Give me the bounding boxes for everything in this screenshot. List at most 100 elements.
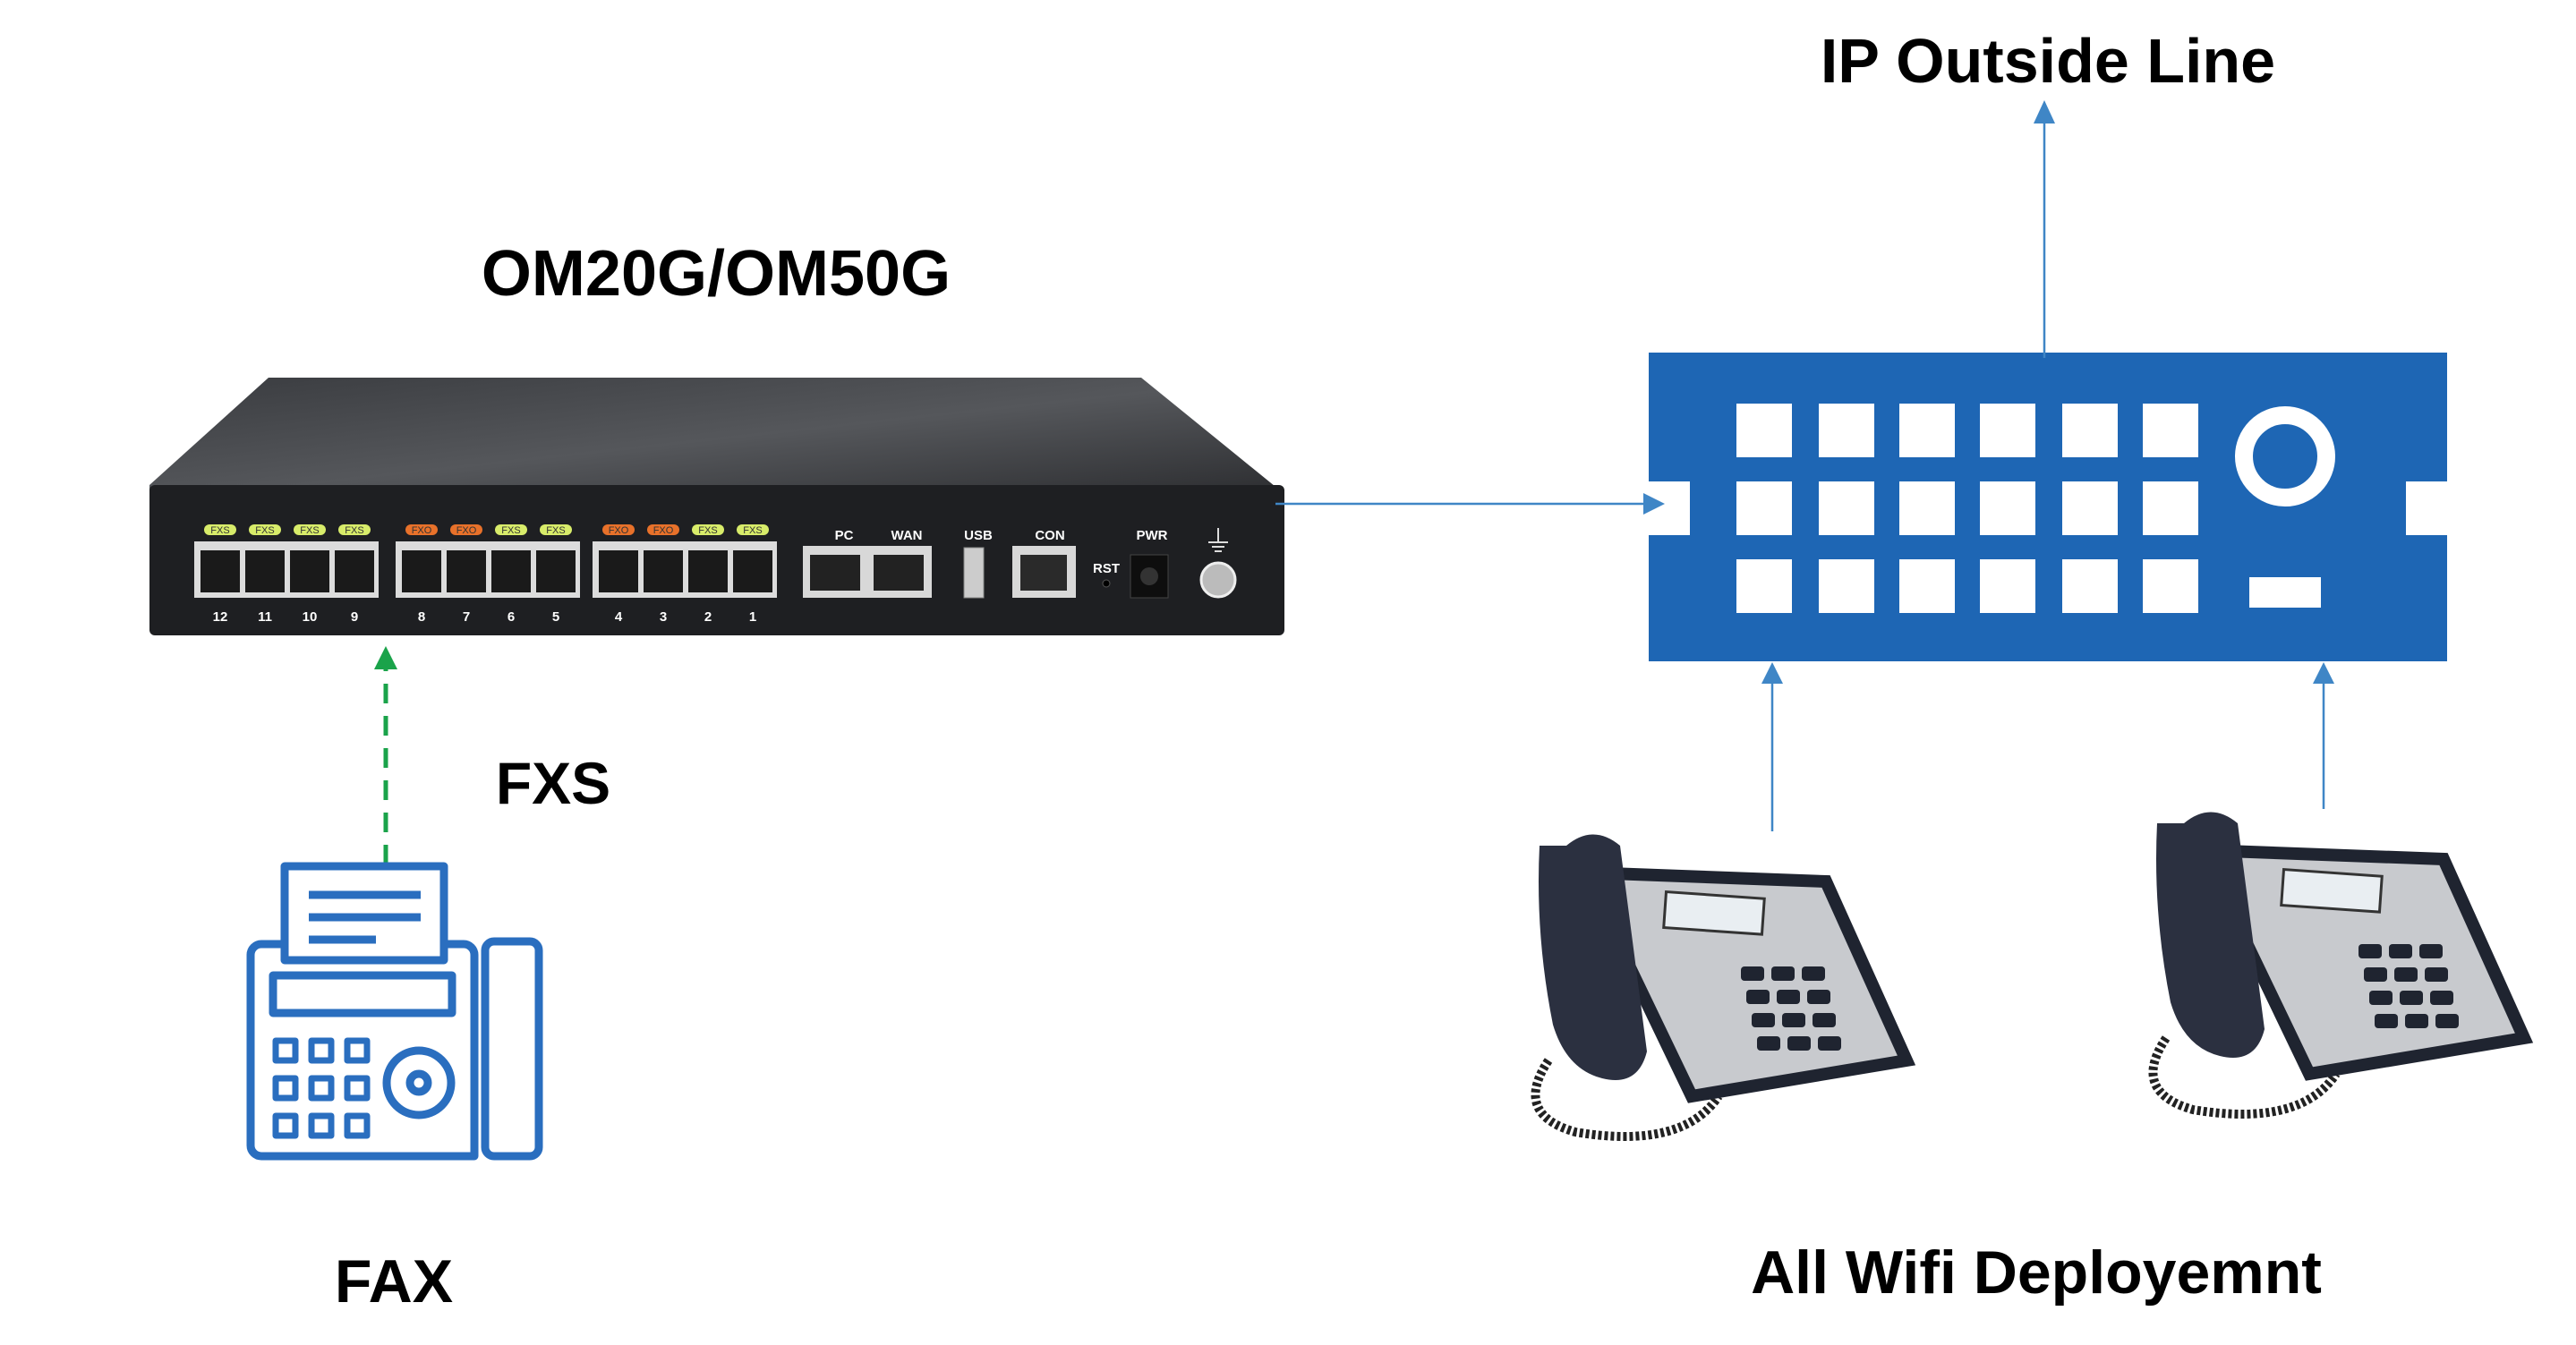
port-led — [294, 524, 326, 535]
ip-pbx-server-icon — [1649, 353, 2447, 661]
phone-key — [2394, 967, 2418, 982]
phone-key — [2430, 991, 2453, 1005]
rj11-port[interactable] — [599, 550, 638, 592]
ground-icon — [1208, 528, 1228, 552]
phone-handset — [1539, 834, 1647, 1080]
phone-key — [2400, 991, 2423, 1005]
rj11-port[interactable] — [688, 550, 728, 592]
phone-key — [2358, 944, 2382, 958]
arrow-head — [2034, 100, 2055, 123]
port-number: 4 — [615, 609, 623, 625]
rj11-port[interactable] — [402, 550, 441, 592]
phone-display — [1662, 890, 1766, 936]
phone-key — [1818, 1036, 1841, 1051]
phone-key — [2405, 1014, 2428, 1028]
phone-key — [1782, 1013, 1805, 1027]
port-type-label: FXO — [456, 525, 477, 536]
phone-key — [1771, 966, 1795, 981]
port-number: 2 — [704, 609, 712, 625]
phone-key — [1752, 1013, 1775, 1027]
port-type-label: FXO — [609, 525, 629, 536]
rj11-port[interactable] — [536, 550, 576, 592]
rj11-port[interactable] — [733, 550, 772, 592]
port-led — [204, 524, 236, 535]
phone-key — [1813, 1013, 1836, 1027]
phone-key — [1807, 990, 1830, 1004]
port-led — [602, 524, 635, 535]
port-led — [692, 524, 724, 535]
arrow-head — [374, 646, 397, 669]
port-type-label: FXS — [698, 525, 717, 536]
fxs-label: FXS — [496, 750, 610, 816]
rj11-port[interactable] — [245, 550, 285, 592]
port-number: 7 — [463, 609, 470, 625]
pwr-label: PWR — [1137, 528, 1168, 543]
port-number: 3 — [660, 609, 667, 625]
pc-label: PC — [835, 528, 854, 543]
con-label: CON — [1035, 528, 1064, 543]
phone-key — [2369, 991, 2393, 1005]
phone-key — [2425, 967, 2448, 982]
rj11-port[interactable] — [290, 550, 329, 592]
ip-outside-line-label: IP Outside Line — [1821, 26, 2275, 96]
phone-key — [2389, 944, 2412, 958]
port-number: 1 — [749, 609, 756, 625]
port-number: 12 — [213, 609, 228, 625]
fax-label: FAX — [335, 1247, 453, 1315]
rj11-port[interactable] — [644, 550, 683, 592]
usb-port[interactable] — [963, 547, 985, 599]
phone-cord — [1531, 1058, 1723, 1141]
arrow-head — [1761, 662, 1783, 684]
port-number: 6 — [508, 609, 515, 625]
port-led — [737, 524, 769, 535]
port-led — [405, 524, 438, 535]
phone-key — [1746, 990, 1770, 1004]
phone-key — [1787, 1036, 1811, 1051]
arrow-head — [2313, 662, 2334, 684]
port-type-label: FXS — [546, 525, 565, 536]
wan-port[interactable] — [874, 555, 924, 591]
reset-button[interactable] — [1102, 579, 1111, 588]
ground-screw — [1199, 561, 1237, 599]
device-top — [149, 378, 1284, 501]
port-number: 11 — [258, 609, 272, 625]
rj11-port[interactable] — [491, 550, 531, 592]
port-led — [249, 524, 281, 535]
pc-port[interactable] — [810, 555, 860, 591]
device-title: OM20G/OM50G — [482, 238, 951, 310]
port-type-label: FXS — [255, 525, 274, 536]
port-number: 8 — [418, 609, 425, 625]
port-type-label: FXO — [412, 525, 432, 536]
port-number: 5 — [552, 609, 559, 625]
phone-display — [2280, 867, 2384, 914]
arrow-head — [1643, 493, 1665, 515]
console-port[interactable] — [1020, 555, 1067, 591]
port-number: 9 — [351, 609, 358, 625]
phone-key — [1802, 966, 1825, 981]
ip-phone-1 — [1531, 834, 1916, 1141]
phone-key — [2364, 967, 2387, 982]
phone-key — [1741, 966, 1764, 981]
rj11-port[interactable] — [447, 550, 486, 592]
port-type-label: FXS — [743, 525, 762, 536]
port-led — [647, 524, 679, 535]
phone-key — [2435, 1014, 2459, 1028]
usb-label: USB — [964, 528, 993, 543]
rst-label: RST — [1093, 561, 1120, 576]
port-led — [338, 524, 371, 535]
rj11-port[interactable] — [335, 550, 374, 592]
port-type-label: FXS — [300, 525, 319, 536]
port-number: 10 — [303, 609, 318, 625]
ip-phone-2 — [2148, 812, 2534, 1119]
phone-handset — [2156, 812, 2265, 1058]
phone-key — [2419, 944, 2443, 958]
phone-key — [2375, 1014, 2398, 1028]
phone-cord — [2148, 1035, 2341, 1119]
gateway-device: FXS12FXS11FXS10FXS9FXO8FXO7FXS6FXS5FXO4F… — [149, 378, 1284, 635]
phone-key — [1757, 1036, 1780, 1051]
port-type-label: FXO — [653, 525, 674, 536]
wifi-deployment-label: All Wifi Deployemnt — [1751, 1239, 2322, 1307]
phone-key — [1777, 990, 1800, 1004]
rj11-port[interactable] — [200, 550, 240, 592]
